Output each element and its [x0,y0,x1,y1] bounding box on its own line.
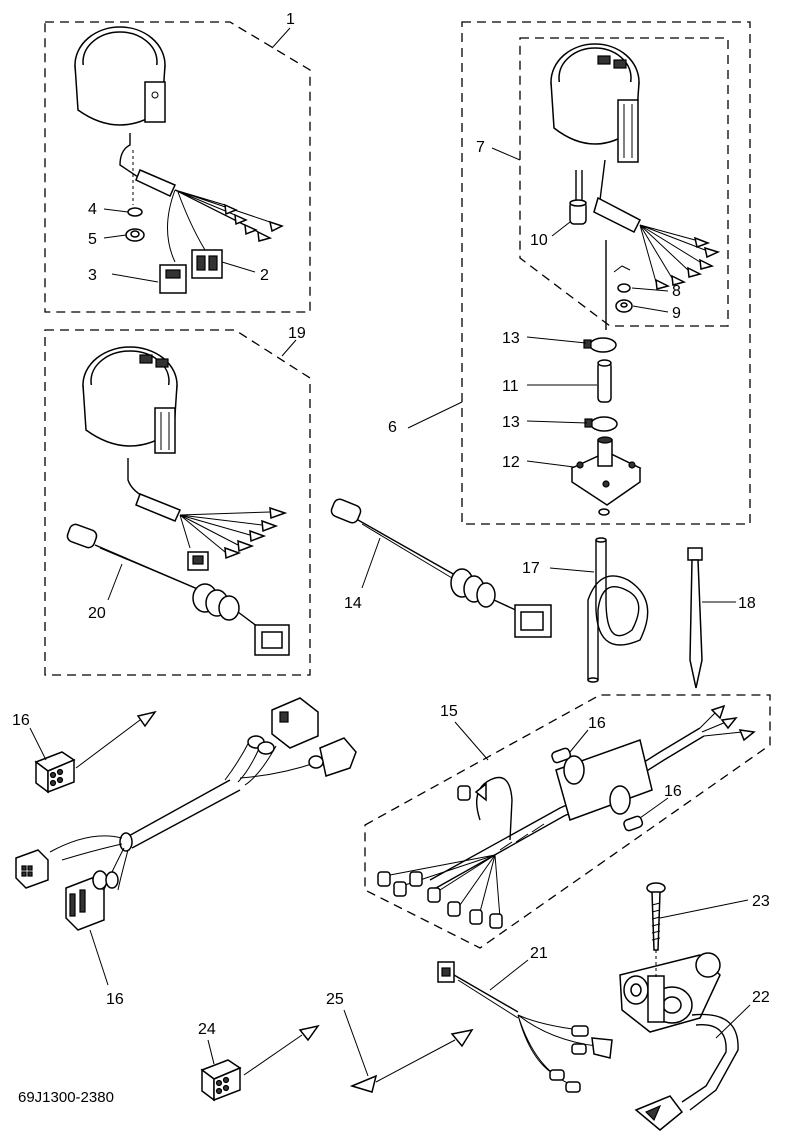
callout-13-lower: 13 [502,414,520,431]
connector-cap-26 [200,1024,320,1102]
leader-6 [407,401,463,429]
leader-27 [343,1009,369,1077]
leader-19 [549,567,595,573]
terminal-27 [349,1028,474,1093]
leader-5 [103,234,127,239]
harness-18 [15,697,357,931]
leader-18 [89,929,109,986]
clamp-13-upper [583,337,617,353]
nut-9 [615,299,633,313]
connector-cap-17 [34,710,157,794]
callout-7: 7 [476,139,485,156]
cable-tie-20 [687,547,703,689]
leader-7 [491,147,521,161]
connector-3 [159,264,187,294]
leader-10 [551,221,571,237]
callout-24: 22 [752,989,770,1006]
leader-25 [659,899,749,919]
callout-21: 19 [288,325,306,342]
callout-10: 10 [530,232,548,249]
leader-12 [526,460,575,468]
terminal-16-upper [551,747,572,764]
callout-4: 4 [88,201,97,218]
gauge-7 [550,43,721,330]
connector-2 [191,249,223,279]
leader-22 [107,563,123,601]
gauge-1 [74,26,284,263]
leader-26 [207,1039,215,1065]
callout-16-lower: 16 [664,783,682,800]
leader-9 [632,305,669,313]
leader-17 [29,727,47,761]
washer-4 [127,150,143,217]
leader-13b [526,420,588,424]
leader-24 [715,1004,751,1039]
group-6-frame [461,21,751,525]
group-15-frame [364,694,771,949]
callout-27: 25 [326,991,344,1008]
callout-8: 8 [672,283,681,300]
extension-lead-22 [66,523,290,656]
extension-lead-14 [330,498,552,638]
callout-9: 9 [672,305,681,322]
clamp-13-lower [584,416,618,432]
leader-16a [569,729,589,753]
group-21-frame [44,329,311,676]
group-7-frame [519,37,729,327]
fitting-24 [619,952,739,1131]
callout-20: 18 [738,595,756,612]
leader-1 [271,27,291,49]
sensor-12 [570,436,642,516]
callout-18: 16 [106,991,124,1008]
callout-23: 21 [530,945,548,962]
leader-4 [103,208,129,213]
callout-6: 6 [388,419,397,436]
leader-2 [221,261,256,273]
harness-15 [377,704,756,929]
leader-13a [526,336,587,344]
catalog-code: 69J1300-2380 [18,1089,114,1106]
callout-15: 15 [440,703,458,720]
callout-17: 16 [12,712,30,729]
gauge-21 [82,346,288,571]
callout-16-upper: 16 [588,715,606,732]
leader-21 [281,339,297,357]
cap-10 [569,199,587,225]
leader-14 [361,537,381,589]
leader-8 [631,287,669,292]
callout-11: 11 [502,378,519,395]
callout-22: 20 [88,605,106,622]
callout-2: 2 [260,267,269,284]
callout-12: 12 [502,454,520,471]
callout-26: 24 [198,1021,216,1038]
hose-11 [597,359,612,403]
leader-3 [111,273,159,283]
terminal-16-lower [623,815,644,832]
callout-19: 17 [522,560,540,577]
group-1-frame [44,21,311,313]
nut-5 [125,228,145,242]
hose-19 [587,537,649,683]
lead-23 [437,961,613,1093]
callout-3: 3 [88,267,97,284]
callout-5: 5 [88,231,97,248]
leader-16b [639,797,669,819]
callout-25: 23 [752,893,770,910]
leader-23 [489,959,529,991]
washer-8 [613,265,631,293]
callout-14: 14 [344,595,362,612]
leader-15 [454,721,489,761]
callout-13-upper: 13 [502,330,520,347]
callout-1: 1 [286,11,295,28]
screw-25 [646,882,666,980]
